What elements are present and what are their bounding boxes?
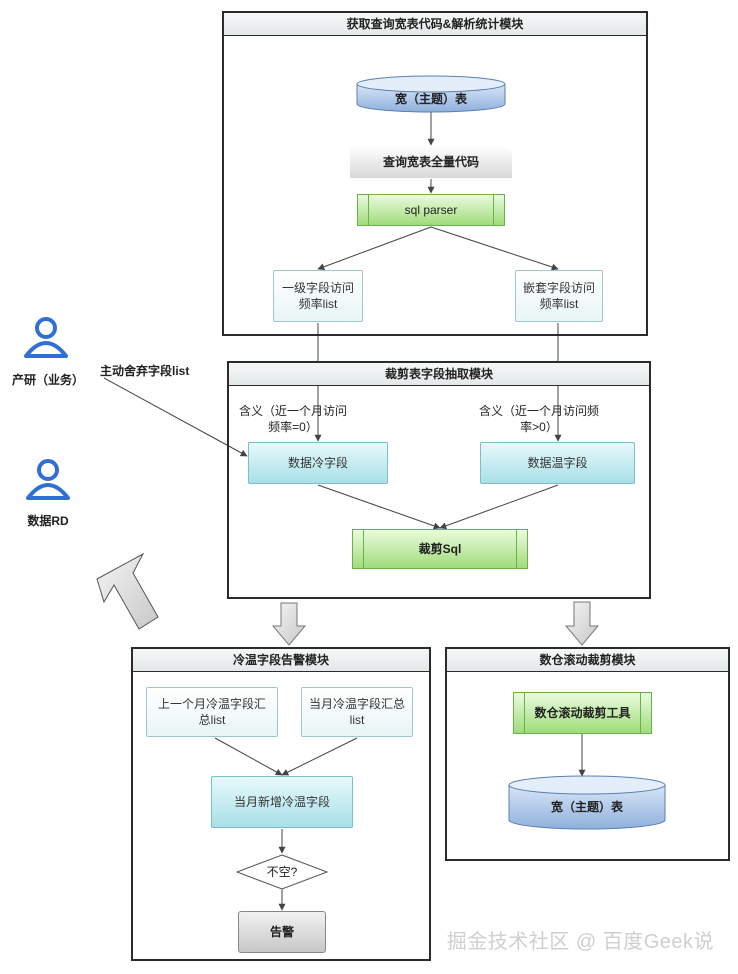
this-month-summary-node: 当月冷温字段汇总list	[301, 687, 413, 737]
rolling-tool-node: 数仓滚动裁剪工具	[513, 692, 652, 734]
new-cold-warm-node: 当月新增冷温字段	[211, 776, 353, 828]
module-title: 获取查询宽表代码&解析统计模块	[224, 13, 646, 36]
warm-field-node: 数据温字段	[480, 442, 635, 484]
database-icon	[508, 775, 666, 830]
level1-freq-node: 一级字段访问频率list	[273, 270, 363, 322]
edge-parser-to-nested	[430, 226, 559, 271]
person-icon	[24, 317, 68, 358]
wide-table-top-label: 宽（主题）表	[394, 91, 467, 106]
last-month-summary-node: 上一个月冷温字段汇总list	[146, 687, 278, 737]
warm-meaning-label: 含义（近一个月访问频率>0）	[478, 404, 599, 434]
edge-parser-to-level1	[317, 226, 432, 271]
product-actor-label: 产研（业务）	[11, 373, 84, 387]
edge-cold-to-trimsql	[317, 484, 441, 530]
cold-field-node: 数据冷字段	[248, 442, 388, 484]
edge-thismonth-to-new	[281, 737, 358, 776]
module-rolling: 数仓滚动裁剪模块	[445, 647, 730, 861]
module-extract: 获取查询宽表代码&解析统计模块	[222, 11, 648, 336]
module-title: 裁剪表字段抽取模块	[229, 363, 649, 386]
wide-table-bottom-label: 宽（主题）表	[550, 799, 623, 814]
person-icon	[26, 459, 70, 500]
module-alert: 冷温字段告警模块	[131, 647, 431, 961]
watermark: 掘金技术社区 @ 百度Geek说	[446, 931, 714, 953]
alarm-node: 告警	[238, 911, 326, 953]
not-empty-label: 不空?	[266, 865, 298, 879]
hollow-arrow-icon	[271, 602, 307, 646]
edge-discard-to-cold	[103, 377, 248, 457]
edge-warm-to-trimsql	[439, 484, 559, 530]
data-rd-actor-label: 数据RD	[27, 514, 69, 528]
cold-meaning-label: 含义（近一个月访问频率=0）	[238, 404, 347, 434]
hollow-arrow-icon	[564, 601, 600, 646]
decision-diamond	[235, 854, 329, 890]
module-title: 数仓滚动裁剪模块	[447, 649, 728, 672]
query-code-node: 查询宽表全量代码	[350, 146, 512, 178]
hollow-arrow-icon	[96, 552, 159, 630]
database-icon	[356, 75, 506, 113]
sql-parser-node: sql parser	[357, 194, 505, 226]
module-title: 冷温字段告警模块	[133, 649, 429, 672]
module-trim: 裁剪表字段抽取模块	[227, 361, 651, 599]
trim-sql-node: 裁剪Sql	[352, 529, 528, 569]
nested-freq-node: 嵌套字段访问频率list	[515, 270, 603, 322]
edge-lastmonth-to-new	[214, 737, 283, 776]
discard-list-label: 主动舍弃字段list	[100, 364, 190, 378]
